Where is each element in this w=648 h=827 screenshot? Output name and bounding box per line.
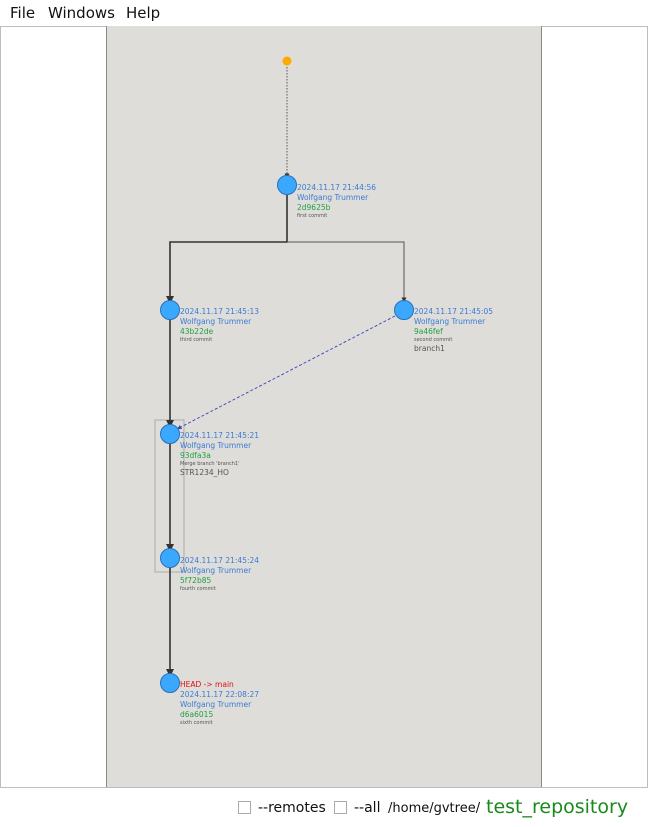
all-checkbox[interactable] bbox=[334, 801, 347, 814]
commit-message: fourth commit bbox=[180, 585, 216, 592]
commit-node-first[interactable] bbox=[277, 175, 297, 195]
commit-message: second commit bbox=[414, 336, 453, 343]
commit-label-sixth: HEAD -> main 2024.11.17 22:08:27 Wolfgan… bbox=[180, 681, 259, 726]
commit-hash: 93dfa3a bbox=[180, 451, 211, 460]
commit-message: sixth commit bbox=[180, 719, 213, 726]
remotes-checkbox[interactable] bbox=[238, 801, 251, 814]
edge-second-to-merge bbox=[177, 315, 396, 430]
commit-hash: 2d9625b bbox=[297, 203, 331, 212]
commit-hash: d6a6015 bbox=[180, 710, 214, 719]
edge-first-to-third bbox=[166, 195, 288, 304]
commit-message: third commit bbox=[180, 336, 213, 343]
commit-hash: 5f72b85 bbox=[180, 576, 212, 585]
commit-hash: 9a46fef bbox=[414, 327, 443, 336]
menu-windows[interactable]: Windows bbox=[48, 4, 115, 22]
commit-message: first commit bbox=[297, 212, 328, 219]
branch-ref-label: branch1 bbox=[414, 343, 445, 353]
menu-file[interactable]: File bbox=[10, 4, 36, 22]
status-bar: --remotes --all /home/gvtree/ test_repos… bbox=[0, 788, 648, 827]
commit-date: 2024.11.17 21:45:05 bbox=[414, 307, 494, 316]
commit-graph-canvas[interactable] bbox=[106, 26, 542, 787]
commit-label-third: 2024.11.17 21:45:13 Wolfgang Trummer 43b… bbox=[180, 308, 259, 343]
commit-node-second[interactable] bbox=[394, 300, 414, 320]
head-ref-label: HEAD -> main bbox=[180, 680, 234, 689]
commit-author: Wolfgang Trummer bbox=[297, 193, 369, 202]
branch-ref-label: STR1234_HO bbox=[180, 467, 229, 477]
repo-path: /home/gvtree/ bbox=[388, 801, 481, 816]
menu-help[interactable]: Help bbox=[126, 4, 161, 22]
repo-name: test_repository bbox=[486, 796, 629, 818]
menu-bar: File Windows Help bbox=[0, 0, 648, 26]
commit-date: 2024.11.17 21:45:24 bbox=[180, 556, 260, 565]
commit-author: Wolfgang Trummer bbox=[180, 441, 252, 450]
commit-label-first: 2024.11.17 21:44:56 Wolfgang Trummer 2d9… bbox=[297, 184, 376, 219]
commit-node-merge[interactable] bbox=[160, 424, 180, 444]
commit-hash: 43b22de bbox=[180, 327, 214, 336]
commit-node-sixth[interactable] bbox=[160, 673, 180, 693]
commit-date: 2024.11.17 21:45:13 bbox=[180, 307, 260, 316]
commit-label-merge: 2024.11.17 21:45:21 Wolfgang Trummer 93d… bbox=[180, 432, 259, 476]
commit-date: 2024.11.17 22:08:27 bbox=[180, 690, 260, 699]
commit-author: Wolfgang Trummer bbox=[180, 700, 252, 709]
commit-author: Wolfgang Trummer bbox=[414, 317, 486, 326]
commit-node-fourth[interactable] bbox=[160, 548, 180, 568]
commit-label-second: 2024.11.17 21:45:05 Wolfgang Trummer 9a4… bbox=[414, 308, 493, 352]
commit-author: Wolfgang Trummer bbox=[180, 566, 252, 575]
commit-author: Wolfgang Trummer bbox=[180, 317, 252, 326]
commit-message: Merge branch 'branch1' bbox=[180, 460, 240, 467]
commit-label-fourth: 2024.11.17 21:45:24 Wolfgang Trummer 5f7… bbox=[180, 557, 259, 592]
commit-graph bbox=[154, 56, 414, 693]
root-dot bbox=[282, 56, 292, 66]
remotes-label: --remotes bbox=[258, 800, 326, 816]
commit-node-third[interactable] bbox=[160, 300, 180, 320]
commit-date: 2024.11.17 21:45:21 bbox=[180, 431, 260, 440]
commit-date: 2024.11.17 21:44:56 bbox=[297, 183, 377, 192]
all-label: --all bbox=[354, 800, 381, 816]
edge-first-to-second bbox=[287, 241, 407, 303]
